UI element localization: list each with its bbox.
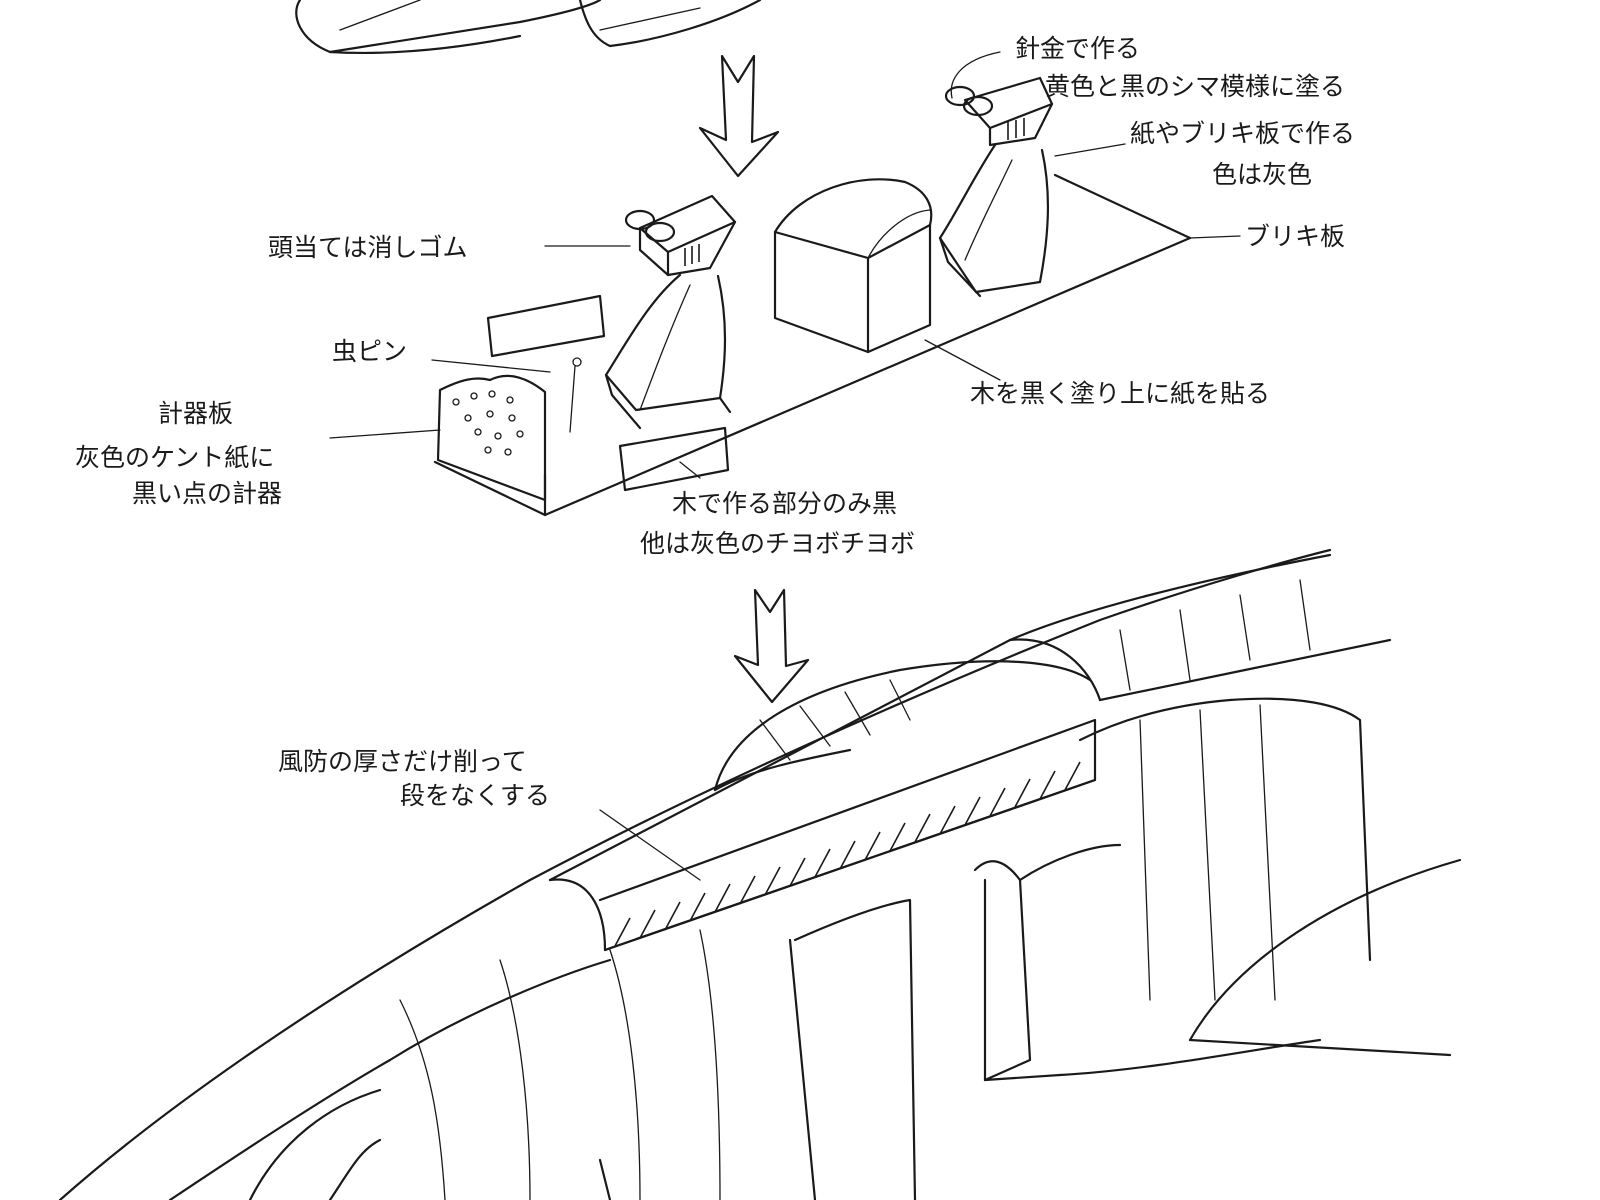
- label-canopy-line2: 段をなくする: [400, 781, 550, 810]
- label-paper-tin: 紙やブリキ板で作る: [1130, 119, 1355, 148]
- label-panel-title: 計器板: [158, 399, 233, 428]
- label-pin: 虫ピン: [332, 337, 407, 366]
- fuselage: [58, 548, 1462, 1200]
- label-panel-line1: 灰色のケント紙に: [75, 443, 274, 472]
- side-console-rear: [486, 294, 606, 358]
- rear-seat: [938, 76, 1054, 298]
- label-grey: 色は灰色: [1212, 160, 1312, 189]
- label-panel-line2: 黒い点の計器: [132, 479, 282, 508]
- canopy-fragment-top: [295, 0, 762, 54]
- label-wood-black: 木を黒く塗り上に紙を貼る: [970, 379, 1270, 408]
- label-headrest: 頭当ては消しゴム: [268, 233, 468, 262]
- label-stripe: 黄色と黒のシマ模様に塗る: [1045, 72, 1345, 101]
- label-wire: 針金で作る: [1015, 34, 1140, 63]
- instrument-panel: [436, 374, 547, 502]
- front-seat: [604, 194, 737, 430]
- center-block: [773, 178, 933, 354]
- pin-joystick: [569, 357, 582, 433]
- side-console-front: [618, 426, 730, 492]
- label-wood-line1: 木で作る部分のみ黒: [672, 489, 897, 518]
- label-tin-plate: ブリキ板: [1245, 222, 1345, 251]
- label-canopy-line1: 風防の厚さだけ削って: [278, 747, 527, 776]
- down-arrow-icon: [698, 54, 780, 178]
- down-arrow-icon: [733, 588, 810, 704]
- leader-lines: [329, 51, 1241, 881]
- label-wood-line2: 他は灰色のチヨボチヨボ: [640, 529, 915, 558]
